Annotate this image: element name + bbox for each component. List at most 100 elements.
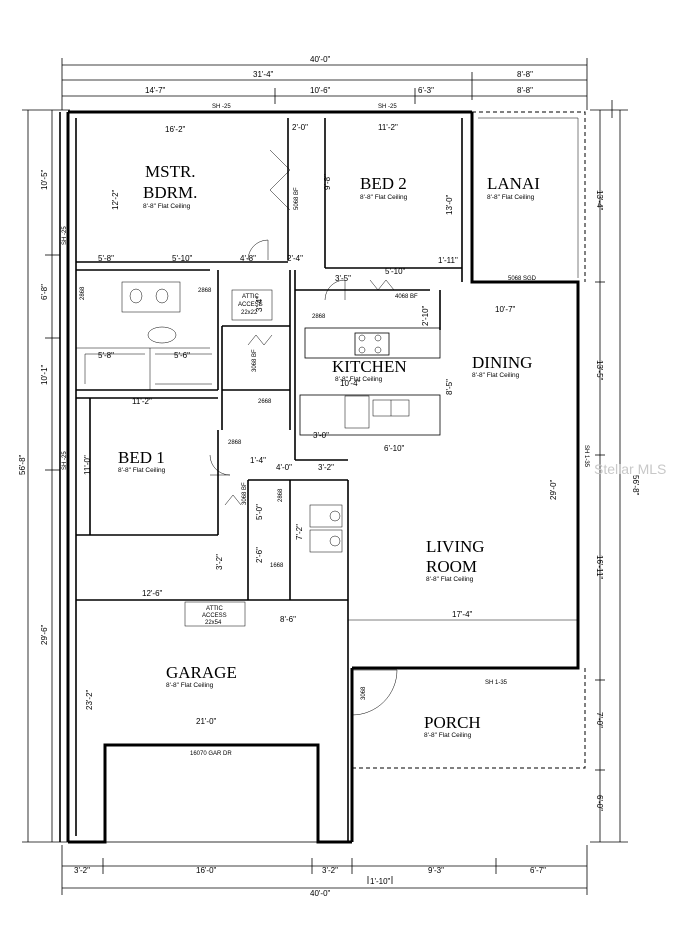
label-bf3: 3068 BF [252, 349, 258, 372]
dim-10-7: 10'-7" [495, 305, 516, 314]
room-porch-ceiling: 8'-8" Flat Ceiling [424, 732, 472, 739]
dim-6-10: 6'-10" [384, 444, 405, 453]
room-kitchen-name: KITCHEN [332, 357, 407, 376]
room-lanai-name: LANAI [487, 174, 540, 193]
room-lanai-ceiling: 8'-8" Flat Ceiling [487, 194, 535, 201]
dim-left-6-8: 6'-8" [40, 284, 49, 300]
dim-2-10: 2'-10" [421, 305, 430, 326]
room-labels: MSTR. BDRM. 8'-8" Flat Ceiling BED 2 8'-… [118, 162, 540, 739]
dim-right-16-11: 16'-11" [595, 555, 604, 579]
dim-right-6-0: 6'-0" [595, 795, 604, 811]
dim-left-29-6: 29'-6" [40, 624, 49, 645]
dim-left-overall: 56'-8" [18, 454, 27, 475]
dim-bottom-16-0: 16'-0" [196, 866, 217, 875]
dim-4-8: 4'-8" [240, 254, 256, 263]
dim-bottom-1-10: 1'-10" [370, 877, 391, 886]
dim-9-8: 9'-8" [323, 174, 332, 190]
dim-bottom-overall: 40'-0" [310, 889, 331, 898]
dim-2-0: 2'-0" [292, 123, 308, 132]
dim-3-2c: 3'-2" [318, 463, 334, 472]
dimension-lines [22, 58, 628, 895]
label-attic2-line3: 22x54 [205, 620, 222, 626]
label-d3068: 3068 [361, 686, 367, 700]
interior-walls [76, 118, 578, 843]
dim-5-6: 5'-6" [174, 351, 190, 360]
label-garage-door: 16070 GAR DR [190, 751, 232, 757]
exterior-walls [59, 110, 580, 844]
dim-3-2: 3'-2" [215, 554, 224, 570]
dim-8-6: 8'-6" [280, 615, 296, 624]
label-bf4: 3068 BF [242, 482, 248, 505]
dim-1-4: 1'-4" [250, 456, 266, 465]
label-attic2-line2: ACCESS [202, 613, 227, 619]
dim-top-14-7: 14'-7" [145, 86, 166, 95]
dim-5-8: 5'-8" [98, 254, 114, 263]
dim-left-10-1: 10'-1" [40, 364, 49, 385]
dim-top-8-8a: 8'-8" [517, 70, 533, 79]
dim-3-4: 3'-4" [255, 296, 264, 312]
room-bed1-name: BED 1 [118, 448, 165, 467]
dim-5-10: 5'-10" [172, 254, 193, 263]
dim-left-10-5: 10'-5" [40, 169, 49, 190]
label-bf1: 5068 BF [294, 187, 300, 210]
dim-2-4: 2'-4" [287, 254, 303, 263]
dim-5-10b: 5'-10" [385, 267, 406, 276]
label-attic1-line2: ACCESS [238, 302, 263, 308]
misc-labels: SH -25 SH -25 SH -25 SH -25 SH 1-35 SH 1… [62, 104, 589, 757]
dimension-labels: 40'-0" 31'-4" 8'-8" 14'-7" 10'-6" 6'-3" … [18, 55, 640, 898]
room-porch-name: PORCH [424, 713, 481, 732]
label-sgd: 5068 SGD [508, 276, 537, 282]
watermark: Stellar MLS [594, 461, 666, 477]
room-dining-name: DINING [472, 353, 532, 372]
label-sh25a: SH -25 [212, 104, 231, 110]
dim-5-8b: 5'-8" [98, 351, 114, 360]
room-bed2-ceiling: 8'-8" Flat Ceiling [360, 194, 408, 201]
dim-top-overall: 40'-0" [310, 55, 331, 64]
dim-2-6: 2'-6" [255, 547, 264, 563]
dim-12-6: 12'-6" [142, 589, 163, 598]
room-master-line2: BDRM. [143, 183, 197, 202]
dim-16-2: 16'-2" [165, 125, 186, 134]
dim-17-4: 17'-4" [452, 610, 473, 619]
label-attic2-line1: ATTIC [206, 606, 224, 612]
label-d2868b: 2868 [198, 288, 212, 294]
label-sh135b: SH 1-35 [485, 680, 508, 686]
dim-bottom-3-2b: 3'-2" [322, 866, 338, 875]
dim-right-overall: 56'-8" [631, 475, 640, 496]
room-kitchen-ceiling: 8'-8" Flat Ceiling [335, 376, 383, 383]
screen-enclosures [352, 111, 586, 769]
label-d2868c: 2868 [312, 314, 326, 320]
dim-3-5: 3'-5" [335, 274, 351, 283]
dim-bottom-6-7: 6'-7" [530, 866, 546, 875]
label-d2668: 2668 [258, 399, 272, 405]
dim-1-11: 1'-11" [438, 256, 458, 265]
room-garage-ceiling: 8'-8" Flat Ceiling [166, 682, 214, 689]
room-living-line1: LIVING [426, 537, 485, 556]
room-bed1-ceiling: 8'-8" Flat Ceiling [118, 467, 166, 474]
dim-12-2: 12'-2" [111, 189, 120, 210]
dim-top-6-3: 6'-3" [418, 86, 434, 95]
label-sh25d: SH -25 [62, 451, 68, 470]
dim-7-2: 7'-2" [295, 524, 304, 540]
dim-3-0: 3'-0" [313, 431, 329, 440]
label-d2868e: 2868 [278, 488, 284, 502]
dim-right-13-4: 13'-4" [595, 190, 604, 211]
dim-11-0: 11'-0" [83, 455, 92, 475]
dim-bottom-9-3: 9'-3" [428, 866, 444, 875]
label-sh25c: SH -25 [62, 226, 68, 245]
dim-top-8-8b: 8'-8" [517, 86, 533, 95]
dim-10-4: 10'-4" [340, 379, 361, 388]
room-master-ceiling: 8'-8" Flat Ceiling [143, 203, 191, 210]
dim-top-10-6: 10'-6" [310, 86, 331, 95]
room-living-ceiling: 8'-8" Flat Ceiling [426, 576, 474, 583]
dim-5-0: 5'-0" [255, 504, 264, 520]
dim-23-2: 23'-2" [85, 689, 94, 710]
dim-top-31-4: 31'-4" [253, 70, 274, 79]
dim-11-2b: 11'-2" [132, 397, 152, 406]
dim-right-7-0: 7'-0" [595, 712, 604, 728]
label-sh25b: SH -25 [378, 104, 397, 110]
room-master-line1: MSTR. [145, 162, 196, 181]
label-attic1-line1: ATTIC [242, 294, 260, 300]
room-bed2-name: BED 2 [360, 174, 407, 193]
label-sh135a: SH 1-35 [583, 445, 589, 468]
